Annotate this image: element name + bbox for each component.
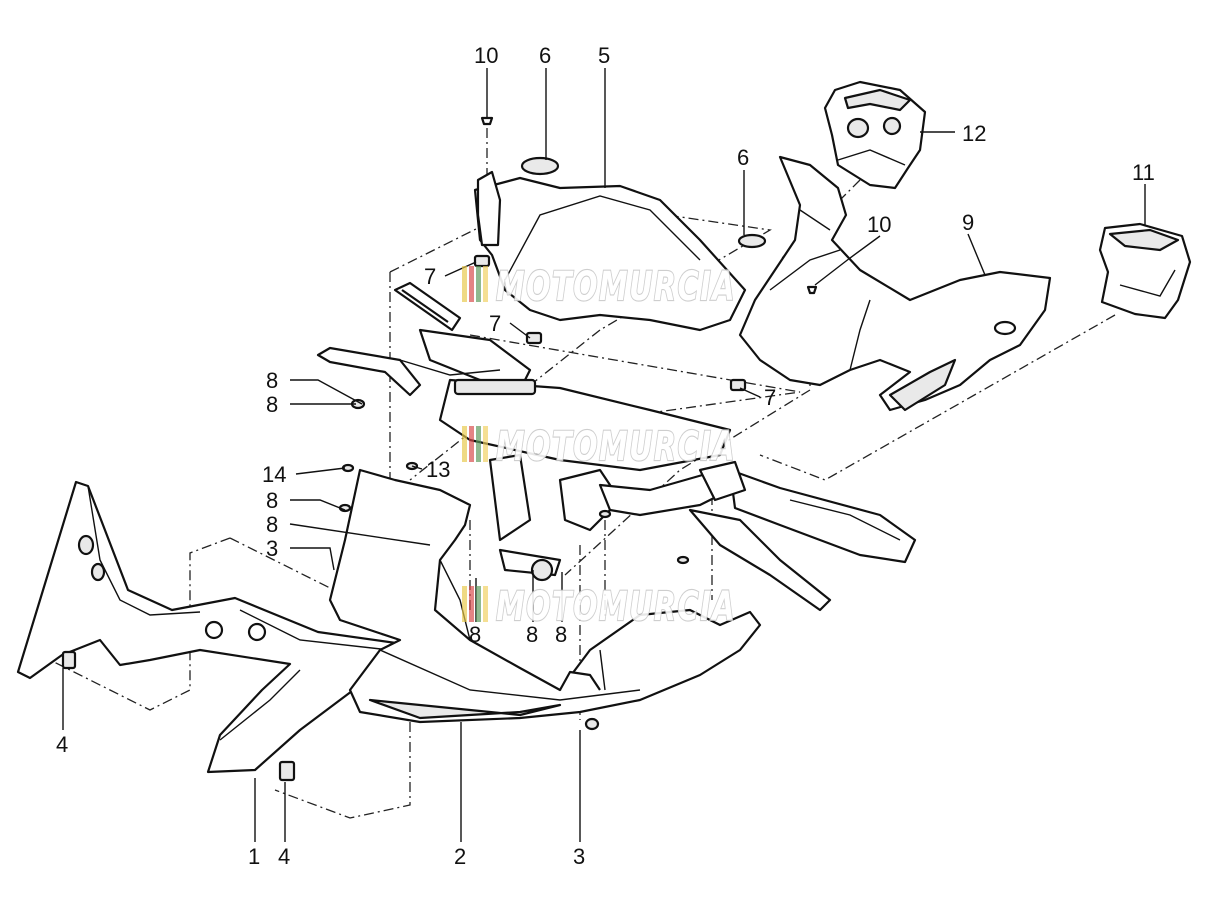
callout-14: 14 [262,462,286,487]
watermark-stripe [483,586,488,622]
callout-7-right: 7 [764,385,776,410]
part-11-right-switch-cover [1098,222,1192,320]
callout-6-right: 6 [737,145,749,170]
callout-2: 2 [454,844,466,869]
callout-8-first: 8 [266,368,278,393]
callout-8-second: 8 [266,392,278,417]
callout-3-bottom: 3 [573,844,585,869]
watermark-stripe [483,426,488,462]
watermark-text: MOTOMURCIA [496,264,736,310]
watermark-stripe [476,426,481,462]
part-2-lower-cover [328,468,762,724]
part-12-switch-cover [823,80,927,190]
watermark-instance: MOTOMURCIA [462,583,736,631]
callout-3-left: 3 [266,536,278,561]
part-9-right-upper-cover [738,155,1052,412]
callout-8-bottom-right: 8 [555,622,567,647]
handlebar-assembly [316,281,917,612]
watermark-text: MOTOMURCIA [496,584,736,630]
watermark-stripe [469,586,474,622]
callout-6-top: 6 [539,43,551,68]
part-1-left-side-panel [16,480,412,782]
watermark-instance: MOTOMURCIA [462,263,736,311]
watermark-text: MOTOMURCIA [496,424,736,470]
callout-8-fourth: 8 [266,512,278,537]
callout-4-left: 4 [56,732,68,757]
callout-7-middle: 7 [489,311,501,336]
watermark: MOTOMURCIA MOTOMURCIA MOTOMURCIA [462,263,736,631]
callout-8-third: 8 [266,488,278,513]
watermark-stripe [469,426,474,462]
watermark-instance: MOTOMURCIA [462,423,736,471]
watermark-stripe [483,266,488,302]
callout-8-bottom-middle: 8 [526,622,538,647]
callout-10-right: 10 [867,212,891,237]
watermark-stripe [462,266,467,302]
callout-13: 13 [426,457,450,482]
part-5-central-upper-cover [473,156,767,332]
callout-10-top: 10 [474,43,498,68]
callout-11: 11 [1132,160,1155,185]
callout-9: 9 [962,210,974,235]
watermark-stripe [462,426,467,462]
callout-8-bottom-left: 8 [469,622,481,647]
watermark-stripe [476,586,481,622]
watermark-stripe [476,266,481,302]
watermark-stripe [469,266,474,302]
callout-7-top: 7 [424,264,436,289]
callout-labels: 10 6 5 12 6 11 10 9 7 7 7 8 8 14 13 8 8 … [56,43,1155,869]
callout-4-bottom: 4 [278,844,290,869]
callout-12: 12 [962,121,986,146]
watermark-stripe [462,586,467,622]
callout-1: 1 [248,844,260,869]
callout-5: 5 [598,43,610,68]
part-7-clips [473,254,747,392]
